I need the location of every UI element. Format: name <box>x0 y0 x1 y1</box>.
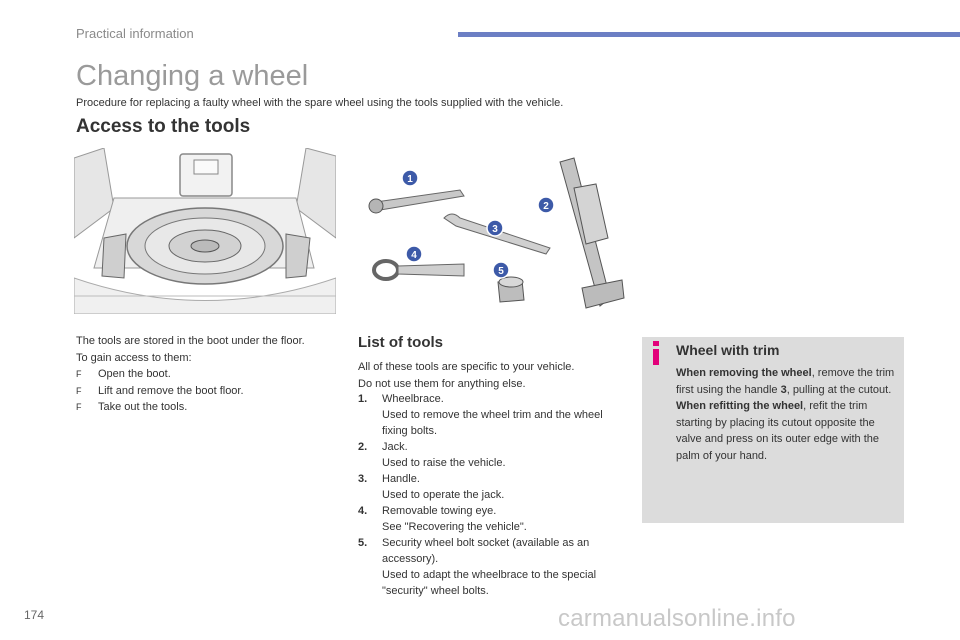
tool-description: Used to remove the wheel trim and the wh… <box>382 409 603 437</box>
page-number: 174 <box>24 608 45 622</box>
bullet-icon: F <box>76 385 82 396</box>
step-item: F Open the boot. <box>76 366 346 383</box>
removing-bold: When removing the wheel <box>676 367 812 379</box>
bullet-icon: F <box>76 369 82 379</box>
tool-description: Used to raise the vehicle. <box>382 457 506 469</box>
access-heading: Access to the tools <box>76 116 251 137</box>
storage-line-2: To gain access to them: <box>76 351 192 364</box>
removing-text-1: , remove the trim first using the handle <box>676 367 895 396</box>
page-title: Changing a wheel <box>76 60 309 92</box>
step-text: Take out the tools. <box>98 401 188 413</box>
tool-name: Security wheel bolt socket (available as… <box>382 537 590 565</box>
step-text: Lift and remove the boot floor. <box>98 384 244 397</box>
header-accent-bar <box>458 32 960 37</box>
callout-badge: 2 <box>537 196 555 214</box>
list-intro: All of these tools are specific to your … <box>358 359 608 392</box>
tool-list: 1. Wheelbrace. Used to remove the wheel tr… <box>358 391 608 599</box>
tool-number: 2. <box>358 441 368 453</box>
jack-drawing <box>559 157 625 309</box>
watermark: carmanualsonline.info <box>558 605 796 632</box>
step-item: F Take out the tools. <box>76 399 346 416</box>
removing-text-2: , pulling at the cutout. <box>786 383 892 396</box>
boot-illustration <box>74 148 336 314</box>
info-box <box>642 337 904 523</box>
tool-name: Jack. <box>382 441 408 453</box>
bullet-icon: F <box>76 402 82 412</box>
tool-number: 5. <box>358 537 368 549</box>
tool-description: Used to operate the jack. <box>382 489 505 501</box>
tool-number: 4. <box>358 505 368 517</box>
wheelbrace-drawing <box>368 189 465 214</box>
removing-paragraph: When removing the wheel, remove the trim… <box>676 365 900 398</box>
list-of-tools-heading: List of tools <box>358 334 443 351</box>
callout-2: 2 <box>543 201 549 212</box>
callout-3: 3 <box>492 224 498 235</box>
callout-badge: 1 <box>401 169 419 187</box>
list-item: 4. Removable towing eye. See "Recovering t… <box>358 503 608 535</box>
list-item: 5. Security wheel bolt socket (available … <box>358 535 608 599</box>
info-heading: Wheel with trim <box>676 342 780 358</box>
handle-ref: 3 <box>780 383 787 396</box>
refitting-bold: When refitting the wheel <box>676 400 804 412</box>
tool-name: Wheelbrace. <box>382 393 444 405</box>
tool-description: See "Recovering the vehicle". <box>382 521 527 533</box>
info-text: When removing the wheel, remove the trim… <box>676 365 900 464</box>
tools-illustration: 1 2 3 4 5 <box>368 157 625 309</box>
intro-text: Procedure for replacing a faulty wheel w… <box>76 97 564 109</box>
list-item: 2. Jack. Used to raise the vehicle. <box>358 439 608 471</box>
callout-badge: 5 <box>492 261 510 279</box>
tool-name: Handle. <box>382 473 420 485</box>
refitting-text: , refit the trim starting by placing its… <box>676 400 880 462</box>
callout-5: 5 <box>498 266 504 277</box>
towing-eye-drawing <box>372 259 465 281</box>
list-intro-line-2: Do not use them for anything else. <box>358 377 526 390</box>
list-intro-line-1: All of these tools are specific to your … <box>358 361 575 373</box>
callout-badge: 3 <box>486 219 504 237</box>
list-item: 1. Wheelbrace. Used to remove the wheel tr… <box>358 391 608 439</box>
callout-1: 1 <box>407 174 413 185</box>
storage-text: The tools are stored in the boot under t… <box>76 333 346 416</box>
step-item: F Lift and remove the boot floor. <box>76 383 346 400</box>
list-item: 3. Handle. Used to operate the jack. <box>358 471 608 503</box>
callout-badge: 4 <box>405 245 423 263</box>
tool-number: 1. <box>358 393 368 405</box>
tool-number: 3. <box>358 473 368 485</box>
callout-4: 4 <box>411 250 417 261</box>
refitting-paragraph: When refitting the wheel, refit the trim… <box>676 398 900 464</box>
info-icon <box>653 341 659 365</box>
storage-line-1: The tools are stored in the boot under t… <box>76 335 305 347</box>
section-header: Practical information <box>76 26 194 41</box>
tool-description: Used to adapt the wheelbrace to the spec… <box>382 569 597 597</box>
tool-name: Removable towing eye. <box>382 505 497 517</box>
step-text: Open the boot. <box>98 368 171 380</box>
socket-drawing <box>497 276 525 303</box>
